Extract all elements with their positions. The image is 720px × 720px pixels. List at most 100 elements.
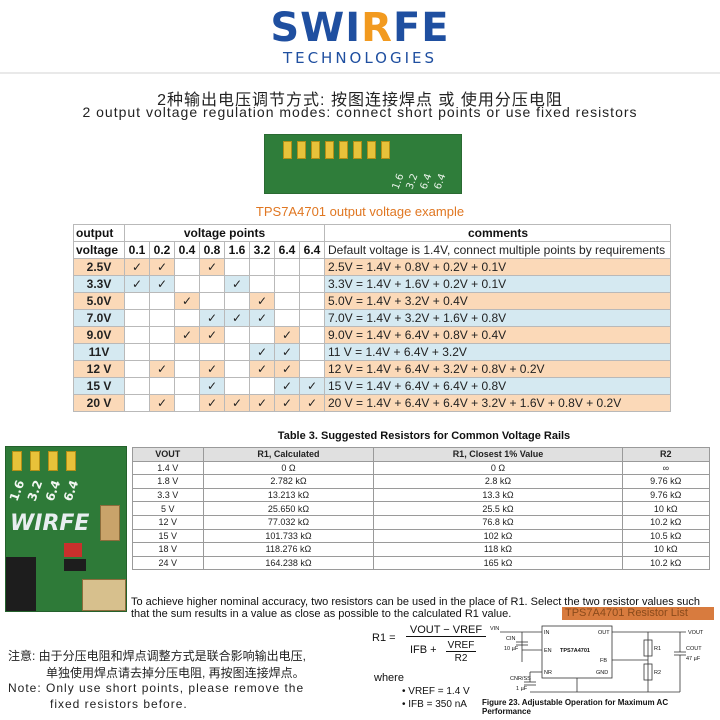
header-point: 0.1: [124, 241, 150, 259]
t3-cell: 164.238 kΩ: [202, 555, 375, 571]
row-comment: 2.5V = 1.4V + 0.8V + 0.2V + 0.1V: [324, 258, 671, 276]
pcb-label: 6.4: [42, 478, 64, 503]
empty-cell: [149, 309, 175, 327]
empty-cell: [249, 377, 275, 395]
t3-cell: 0 Ω: [202, 460, 375, 476]
t3-cell: 0 Ω: [373, 460, 623, 476]
row-comment: 7.0V = 1.4V + 3.2V + 1.6V + 0.8V: [324, 309, 671, 327]
r1-label: R1: [654, 646, 661, 652]
row-comment: 5.0V = 1.4V + 3.2V + 0.4V: [324, 292, 671, 310]
row-comment: 12 V = 1.4V + 6.4V + 3.2V + 0.8V + 0.2V: [324, 360, 671, 378]
t3-cell: 10.2 kΩ: [621, 514, 711, 530]
solder-pad: [30, 451, 40, 471]
t3-cell: 10 kΩ: [621, 542, 711, 557]
check-mark: ✓: [199, 360, 225, 378]
check-mark: ✓: [199, 377, 225, 395]
chip-name: TPS7A4701: [560, 648, 590, 654]
component: [64, 543, 82, 557]
solder-pad: [297, 141, 306, 159]
note-chinese: 注意: 由于分压电阻和焊点调整方式是联合影响输出电压, 单独使用焊点请去掉分压电…: [8, 648, 368, 682]
formula-denominator: IFB +: [410, 644, 437, 656]
output-voltage: 15 V: [73, 377, 125, 395]
output-voltage: 5.0V: [73, 292, 125, 310]
empty-cell: [199, 275, 225, 293]
empty-cell: [299, 275, 325, 293]
check-mark: ✓: [274, 343, 300, 361]
t3-cell: 2.8 kΩ: [373, 474, 623, 489]
empty-cell: [149, 292, 175, 310]
t3-cell: 9.76 kΩ: [621, 487, 711, 503]
note-en-line1: Note: Only use short points, please remo…: [8, 681, 305, 695]
header-comments: comments: [324, 224, 671, 242]
check-mark: ✓: [199, 394, 225, 412]
empty-cell: [124, 377, 150, 395]
cin-label: CIN: [506, 636, 516, 642]
empty-cell: [224, 343, 250, 361]
t3-cell: 165 kΩ: [373, 555, 623, 571]
empty-cell: [274, 309, 300, 327]
example-title: TPS7A4701 output voltage example: [255, 204, 465, 219]
empty-cell: [299, 343, 325, 361]
t3-cell: 118 kΩ: [373, 542, 623, 557]
t3-cell: 2.782 kΩ: [202, 474, 375, 489]
t3-cell: 10.5 kΩ: [621, 528, 711, 544]
empty-cell: [149, 377, 175, 395]
header-divider: [0, 72, 720, 74]
check-mark: ✓: [249, 292, 275, 310]
vin-label: VIN: [490, 626, 499, 632]
note-english: Note: Only use short points, please remo…: [8, 680, 368, 712]
empty-cell: [124, 343, 150, 361]
check-mark: ✓: [124, 258, 150, 276]
t3-cell: 1.8 V: [132, 474, 204, 489]
solder-pad: [367, 141, 376, 159]
t3-header: R2: [621, 447, 711, 462]
brand-logo: SWIRFE TECHNOLOGIES: [0, 6, 720, 66]
capacitor: [100, 505, 120, 541]
header-point: 0.4: [174, 241, 200, 259]
t3-cell: 15 V: [132, 528, 204, 544]
header-point: 6.4: [274, 241, 300, 259]
check-mark: ✓: [224, 394, 250, 412]
empty-cell: [149, 326, 175, 344]
empty-cell: [124, 326, 150, 344]
pcb-label: 3.2: [24, 478, 46, 503]
formula-vref: • VREF = 1.4 V: [402, 686, 470, 697]
voltage-example-table: output voltage points comments voltage 0…: [73, 224, 671, 412]
output-voltage: 2.5V: [73, 258, 125, 276]
pcb-closeup-photo: 1.6 3.2 6.4 6.4 WIRFE: [5, 446, 127, 612]
t3-cell: 25.5 kΩ: [373, 501, 623, 516]
output-voltage: 12 V: [73, 360, 125, 378]
r1-formula: R1 = VOUT − VREF IFB + VREF R2: [372, 624, 492, 670]
empty-cell: [274, 258, 300, 276]
pin-fb-label: FB: [600, 658, 607, 664]
check-mark: ✓: [274, 377, 300, 395]
empty-cell: [274, 275, 300, 293]
pcb-short-points-photo: 1.6 3.2 6.4 6.4: [264, 134, 462, 194]
check-mark: ✓: [299, 394, 325, 412]
check-mark: ✓: [199, 309, 225, 327]
check-mark: ✓: [249, 360, 275, 378]
header-point: 1.6: [224, 241, 250, 259]
solder-pad: [283, 141, 292, 159]
empty-cell: [249, 258, 275, 276]
t3-cell: 25.650 kΩ: [202, 501, 375, 516]
header-point: 6.4: [299, 241, 325, 259]
title-english: 2 output voltage regulation modes: conne…: [82, 104, 638, 120]
solder-pad: [325, 141, 334, 159]
circuit-schematic: IN OUT EN FB NR GND TPS7A4701 VIN VOUT C…: [490, 625, 704, 693]
t3-header: VOUT: [132, 447, 204, 462]
pin-out-label: OUT: [598, 630, 610, 636]
row-comment: 11 V = 1.4V + 6.4V + 3.2V: [324, 343, 671, 361]
empty-cell: [124, 309, 150, 327]
note-cn-line2: 单独使用焊点请去掉分压电阻, 再按图连接焊点。: [46, 666, 305, 680]
t3-cell: 24 V: [132, 555, 204, 571]
empty-cell: [149, 343, 175, 361]
empty-cell: [174, 394, 200, 412]
header-voltage-points: voltage points: [124, 224, 325, 242]
t3-cell: 3.3 V: [132, 487, 204, 503]
t3-cell: 77.032 kΩ: [202, 514, 375, 530]
pcb-brand-text: WIRFE: [10, 511, 90, 536]
empty-cell: [174, 275, 200, 293]
empty-cell: [274, 292, 300, 310]
